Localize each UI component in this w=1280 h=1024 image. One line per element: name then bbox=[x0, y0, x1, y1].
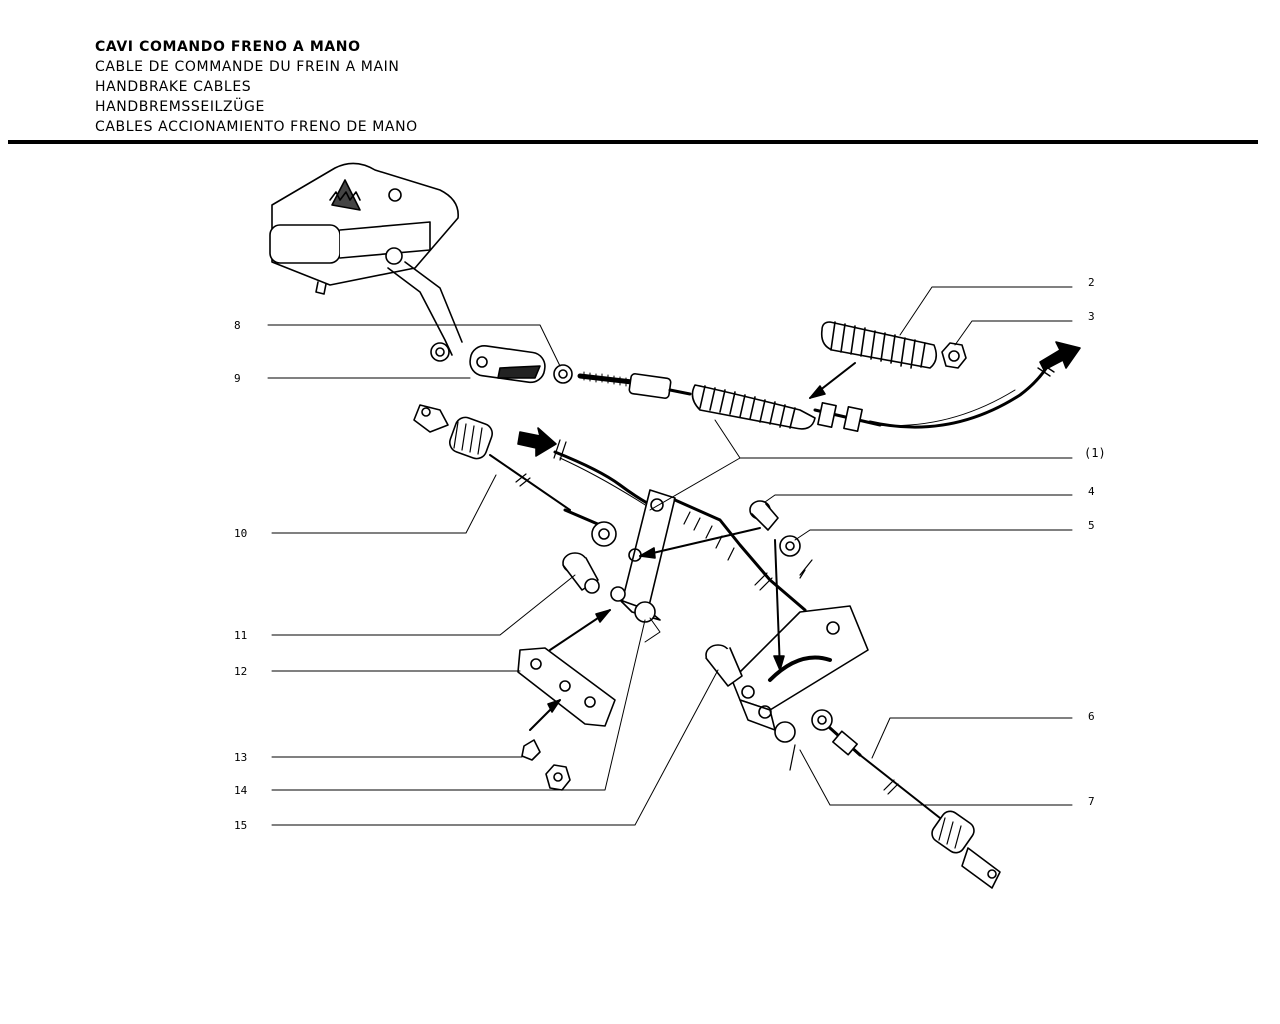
nut-13 bbox=[521, 739, 541, 761]
callout-13: 13 bbox=[234, 751, 247, 764]
direction-arrows bbox=[517, 341, 1081, 731]
title-english: HANDBRAKE CABLES bbox=[95, 79, 252, 95]
equalizer-bracket bbox=[610, 489, 807, 643]
pin-15 bbox=[705, 644, 743, 687]
right-rear-cable bbox=[811, 709, 1001, 889]
callout-5: 5 bbox=[1088, 519, 1095, 532]
spring-2 bbox=[820, 321, 938, 369]
callout-3: 3 bbox=[1088, 310, 1095, 323]
title-german: HANDBREMSSEILZÜGE bbox=[95, 99, 265, 115]
arrow-cable-in bbox=[517, 427, 557, 457]
nut-14 bbox=[545, 764, 571, 791]
threaded-rod bbox=[577, 371, 692, 399]
nut-3 bbox=[941, 342, 967, 369]
callout-14: 14 bbox=[234, 784, 248, 797]
equalizer-input-cable bbox=[553, 439, 662, 512]
callout-2: 2 bbox=[1088, 276, 1095, 289]
arrow-right-out bbox=[1039, 341, 1081, 371]
main-cable-spring bbox=[691, 360, 1055, 433]
title-block: CAVI COMANDO FRENO A MANO CABLE DE COMMA… bbox=[95, 37, 418, 137]
title-spanish: CABLES ACCIONAMIENTO FRENO DE MANO bbox=[95, 119, 418, 135]
pin-11 bbox=[562, 552, 600, 594]
callout-8: 8 bbox=[234, 319, 241, 332]
callout-labels: 8 9 10 11 12 13 14 15 2 3 (1) 4 5 6 7 bbox=[234, 276, 1106, 832]
callout-1: (1) bbox=[1084, 446, 1106, 460]
pin-4 bbox=[749, 500, 779, 531]
callout-4: 4 bbox=[1088, 485, 1095, 498]
callout-11: 11 bbox=[234, 629, 247, 642]
callout-15: 15 bbox=[234, 819, 247, 832]
washer-5 bbox=[779, 535, 813, 579]
nut-8 bbox=[553, 364, 573, 384]
callout-10: 10 bbox=[234, 527, 247, 540]
callout-9: 9 bbox=[234, 372, 241, 385]
title-italian: CAVI COMANDO FRENO A MANO bbox=[95, 39, 361, 55]
left-rear-cable bbox=[413, 404, 617, 547]
hand-lever-assembly bbox=[269, 162, 463, 362]
callout-12: 12 bbox=[234, 665, 247, 678]
right-bracket bbox=[731, 605, 869, 771]
header-divider bbox=[8, 140, 1258, 144]
leader-lines bbox=[267, 286, 1073, 826]
callout-6: 6 bbox=[1088, 710, 1095, 723]
link-plate bbox=[469, 345, 546, 384]
plate-12 bbox=[517, 647, 616, 727]
callout-7: 7 bbox=[1088, 795, 1095, 808]
title-french: CABLE DE COMMANDE DU FREIN A MAIN bbox=[95, 59, 400, 75]
